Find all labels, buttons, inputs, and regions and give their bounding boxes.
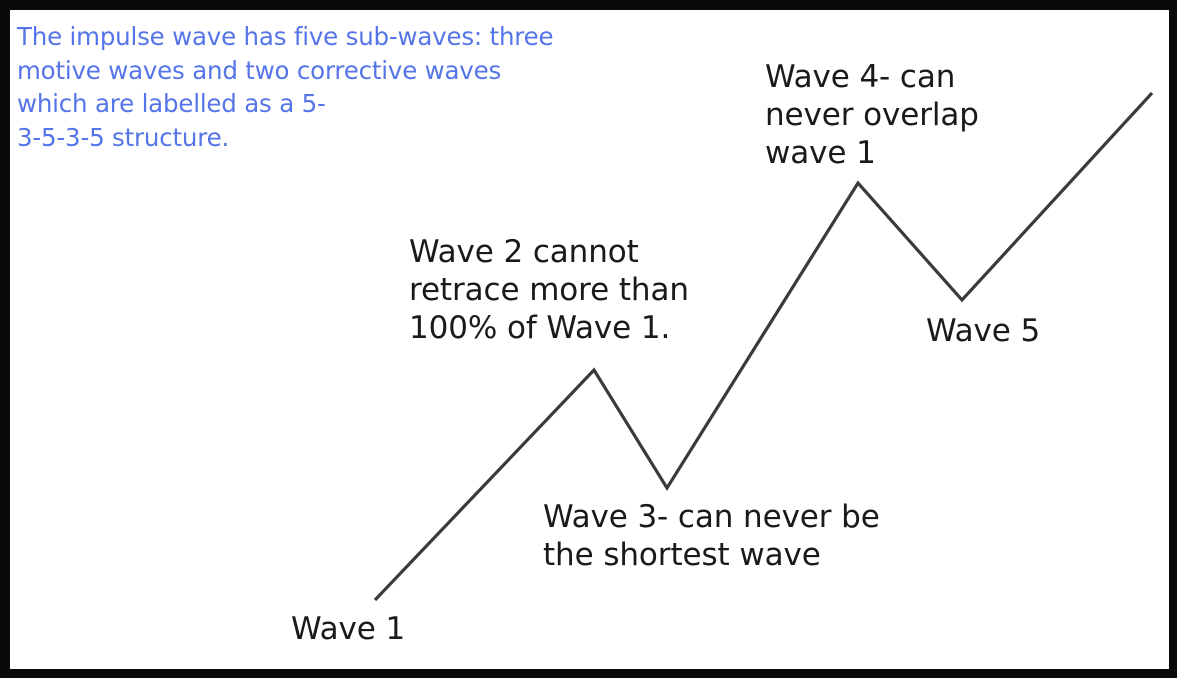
annotation-wave-3: Wave 3- can never be the shortest wave: [543, 499, 880, 573]
impulse-wave-polyline: [373, 91, 1154, 602]
impulse-wave-description: The impulse wave has five sub-waves: thr…: [17, 22, 554, 152]
annotation-wave-4: Wave 4- can never overlap wave 1: [765, 59, 979, 171]
diagram-canvas: The impulse wave has five sub-waves: thr…: [10, 10, 1169, 669]
annotation-wave-1: Wave 1: [291, 611, 406, 647]
annotation-wave-5: Wave 5: [926, 313, 1041, 349]
annotation-wave-2: Wave 2 cannot retrace more than 100% of …: [409, 234, 689, 346]
